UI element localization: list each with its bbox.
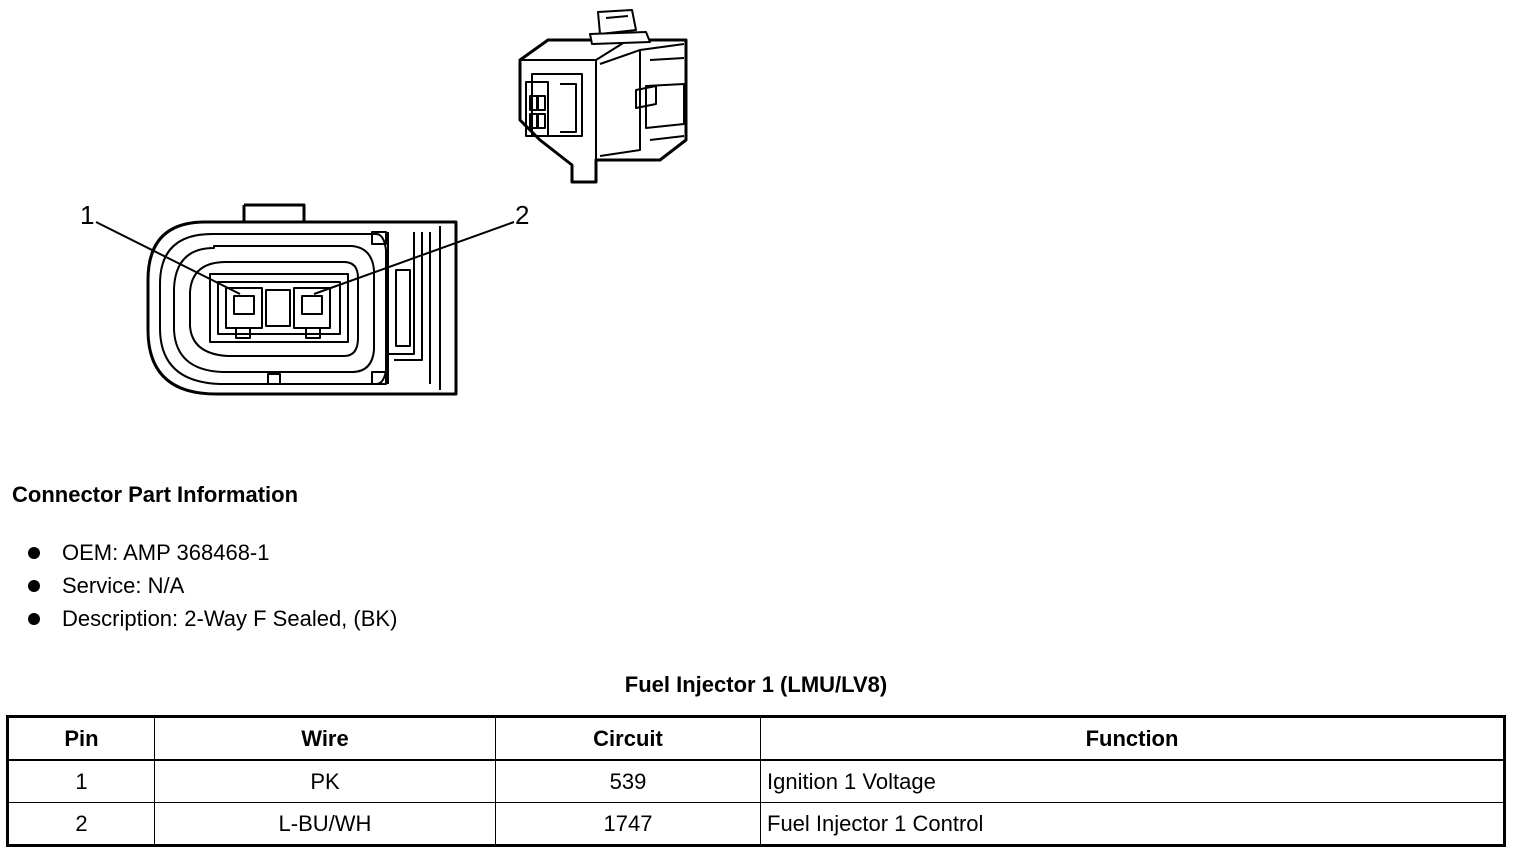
- cell-circuit: 1747: [495, 802, 761, 846]
- header-pin: Pin: [7, 716, 155, 761]
- info-item-service: Service: N/A: [28, 569, 397, 602]
- info-item-text: OEM: AMP 368468-1: [62, 539, 270, 565]
- info-item-description: Description: 2-Way F Sealed, (BK): [28, 602, 397, 635]
- bullet-icon: [28, 612, 40, 625]
- cell-pin: 2: [7, 802, 155, 846]
- cell-function: Ignition 1 Voltage: [760, 759, 1505, 803]
- connector-info-heading: Connector Part Information: [12, 482, 299, 507]
- header-function: Function: [760, 716, 1505, 761]
- connector-info-list: OEM: AMP 368468-1 Service: N/A Descripti…: [28, 536, 397, 635]
- connector-isometric-view: [518, 9, 688, 184]
- cell-wire: L-BU/WH: [154, 802, 496, 846]
- table-row: 1 PK 539 Ignition 1 Voltage: [7, 759, 1505, 803]
- cell-pin: 1: [7, 759, 155, 803]
- info-item-text: Service: N/A: [62, 572, 185, 598]
- table-row: 2 L-BU/WH 1747 Fuel Injector 1 Control: [7, 802, 1505, 846]
- bullet-icon: [28, 546, 40, 559]
- info-item-oem: OEM: AMP 368468-1: [28, 536, 397, 569]
- pin-2-callout: 2: [515, 200, 530, 230]
- info-item-text: Description: 2-Way F Sealed, (BK): [62, 605, 398, 631]
- header-circuit: Circuit: [495, 716, 761, 761]
- cell-circuit: 539: [495, 759, 761, 803]
- bullet-icon: [28, 579, 40, 592]
- pinout-table-title: Fuel Injector 1 (LMU/LV8): [624, 672, 888, 697]
- pin-1-callout: 1: [80, 200, 95, 230]
- pin-1-leader-line: [95, 221, 241, 295]
- table-header-row: Pin Wire Circuit Function: [7, 716, 1505, 761]
- connector-diagram: [95, 9, 688, 396]
- connector-front-view: [146, 203, 458, 396]
- pinout-table: Pin Wire Circuit Function 1 PK 539 Ignit…: [6, 715, 1506, 847]
- cell-function: Fuel Injector 1 Control: [760, 802, 1505, 846]
- pin-2-leader-line: [313, 221, 515, 295]
- header-wire: Wire: [154, 716, 496, 761]
- cell-wire: PK: [154, 759, 496, 803]
